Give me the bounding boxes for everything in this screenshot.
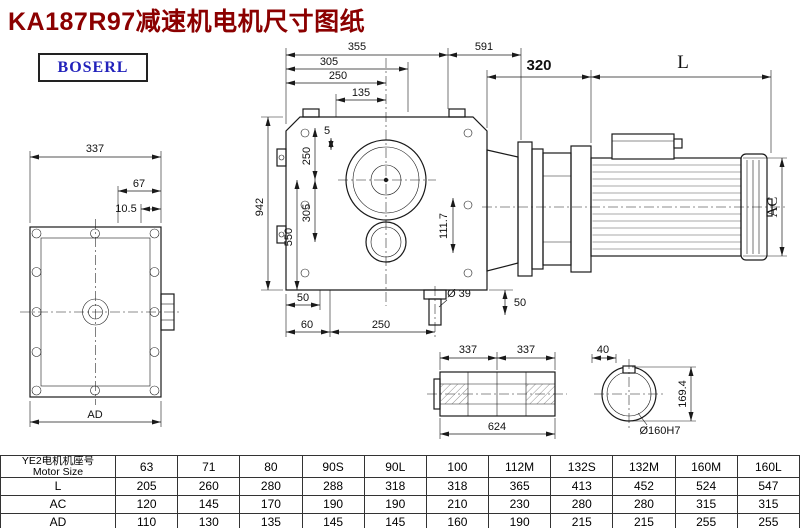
dim-60: 60 <box>301 319 313 331</box>
dim-flange-width: 337 <box>86 143 104 155</box>
dim-5: 5 <box>324 125 330 137</box>
spec-cell: 280 <box>239 477 303 496</box>
spec-cell: 318 <box>363 477 427 496</box>
row-label-l: L <box>0 477 116 496</box>
dim-250-top: 250 <box>329 70 347 82</box>
motor-flange <box>570 145 592 273</box>
spec-cell: 120 <box>114 495 179 514</box>
spec-cell: 215 <box>612 513 676 528</box>
spec-cell: 190 <box>363 495 427 514</box>
row-label-ac: AC <box>0 495 116 514</box>
dim-169-4: 169.4 <box>677 380 689 408</box>
spec-cell: 190 <box>301 495 365 514</box>
spec-cell: 255 <box>736 513 800 528</box>
spec-cell: 260 <box>177 477 241 496</box>
spec-cell: 452 <box>612 477 676 496</box>
spec-cell: 365 <box>488 477 552 496</box>
dim-250-bottom: 250 <box>372 319 390 331</box>
spec-cell: 205 <box>114 477 179 496</box>
dim-250-left: 250 <box>301 147 313 165</box>
spec-cell: 315 <box>736 495 800 514</box>
motor-view: 320 L AC <box>482 52 788 277</box>
boserl-logo: BOSERL <box>38 53 148 82</box>
dim-337-b: 337 <box>517 344 535 356</box>
spec-cell: 318 <box>425 477 490 496</box>
size-col-header: 132M <box>612 455 676 478</box>
spec-cell: 145 <box>301 513 365 528</box>
dim-591: 591 <box>475 41 493 53</box>
size-col-header: 132S <box>550 455 614 478</box>
dim-step: 10.5 <box>115 203 136 215</box>
size-col-header: 160M <box>674 455 738 478</box>
spec-cell: 110 <box>114 513 179 528</box>
dim-305-top: 305 <box>320 56 338 68</box>
hollow-shaft-section-view: 337 337 624 <box>427 344 567 439</box>
dim-135: 135 <box>352 87 370 99</box>
spec-cell: 230 <box>488 495 552 514</box>
row-label-ad: AD <box>0 513 116 528</box>
spec-cell: 255 <box>674 513 738 528</box>
spec-cell: 170 <box>239 495 303 514</box>
bore-outer-circle <box>601 366 657 422</box>
dim-624: 624 <box>488 421 506 433</box>
spec-cell: 145 <box>363 513 427 528</box>
boserl-logo-text: BOSERL <box>57 58 129 76</box>
technical-drawing: 337 67 10.5 AD <box>20 41 788 439</box>
size-col-header: 71 <box>177 455 241 478</box>
dim-ad: AD <box>87 409 102 421</box>
spec-cell: 135 <box>239 513 303 528</box>
page-title: KA187R97减速机电机尺寸图纸 <box>8 8 366 36</box>
size-col-header: 160L <box>736 455 800 478</box>
spec-cell: 130 <box>177 513 241 528</box>
dim-40: 40 <box>597 344 609 356</box>
dim-942: 942 <box>254 198 266 216</box>
dim-motor-diameter-AC: AC <box>765 197 781 218</box>
dim-50-bottom-left: 50 <box>297 292 309 304</box>
dim-550: 550 <box>283 228 295 246</box>
spec-cell: 210 <box>425 495 490 514</box>
dim-motor-length-L: L <box>677 52 689 73</box>
size-col-header: 90L <box>363 455 427 478</box>
spec-cell: 413 <box>550 477 614 496</box>
hollow-shaft-bore-view: 40 169.4 Ø160H7 <box>591 344 696 437</box>
gearbox-end-view: 337 67 10.5 AD <box>20 143 182 427</box>
spec-cell: 215 <box>550 513 614 528</box>
dim-320: 320 <box>526 57 551 74</box>
terminal-box <box>611 133 675 160</box>
spec-cell: 315 <box>674 495 738 514</box>
dim-shaft-offset: 67 <box>133 178 145 190</box>
spec-cell: 280 <box>612 495 676 514</box>
dim-337-a: 337 <box>459 344 477 356</box>
gearbox-front-view: 355 591 305 250 135 942 550 250 305 5 11… <box>254 41 526 337</box>
adapter-bell <box>486 149 519 272</box>
size-col-header: 80 <box>239 455 303 478</box>
gearbox-housing-outline <box>285 116 488 291</box>
dim-shaft-dia-39: Ø 39 <box>447 288 471 300</box>
spec-cell: 160 <box>425 513 490 528</box>
size-col-header: 90S <box>301 455 365 478</box>
dim-355: 355 <box>348 41 366 53</box>
spec-cell: 524 <box>674 477 738 496</box>
spec-cell: 280 <box>550 495 614 514</box>
spec-cell: 547 <box>736 477 800 496</box>
size-col-header: 112M <box>488 455 552 478</box>
size-col-header: 63 <box>114 455 179 478</box>
dim-50-bottom-right: 50 <box>514 297 526 309</box>
size-col-header: 100 <box>425 455 490 478</box>
dim-bore-dia-160H7: Ø160H7 <box>640 425 681 437</box>
spec-cell: 145 <box>177 495 241 514</box>
spec-cell: 288 <box>301 477 365 496</box>
dim-305-left: 305 <box>301 204 313 222</box>
spec-cell: 190 <box>488 513 552 528</box>
dim-111-7: 111.7 <box>438 213 450 239</box>
